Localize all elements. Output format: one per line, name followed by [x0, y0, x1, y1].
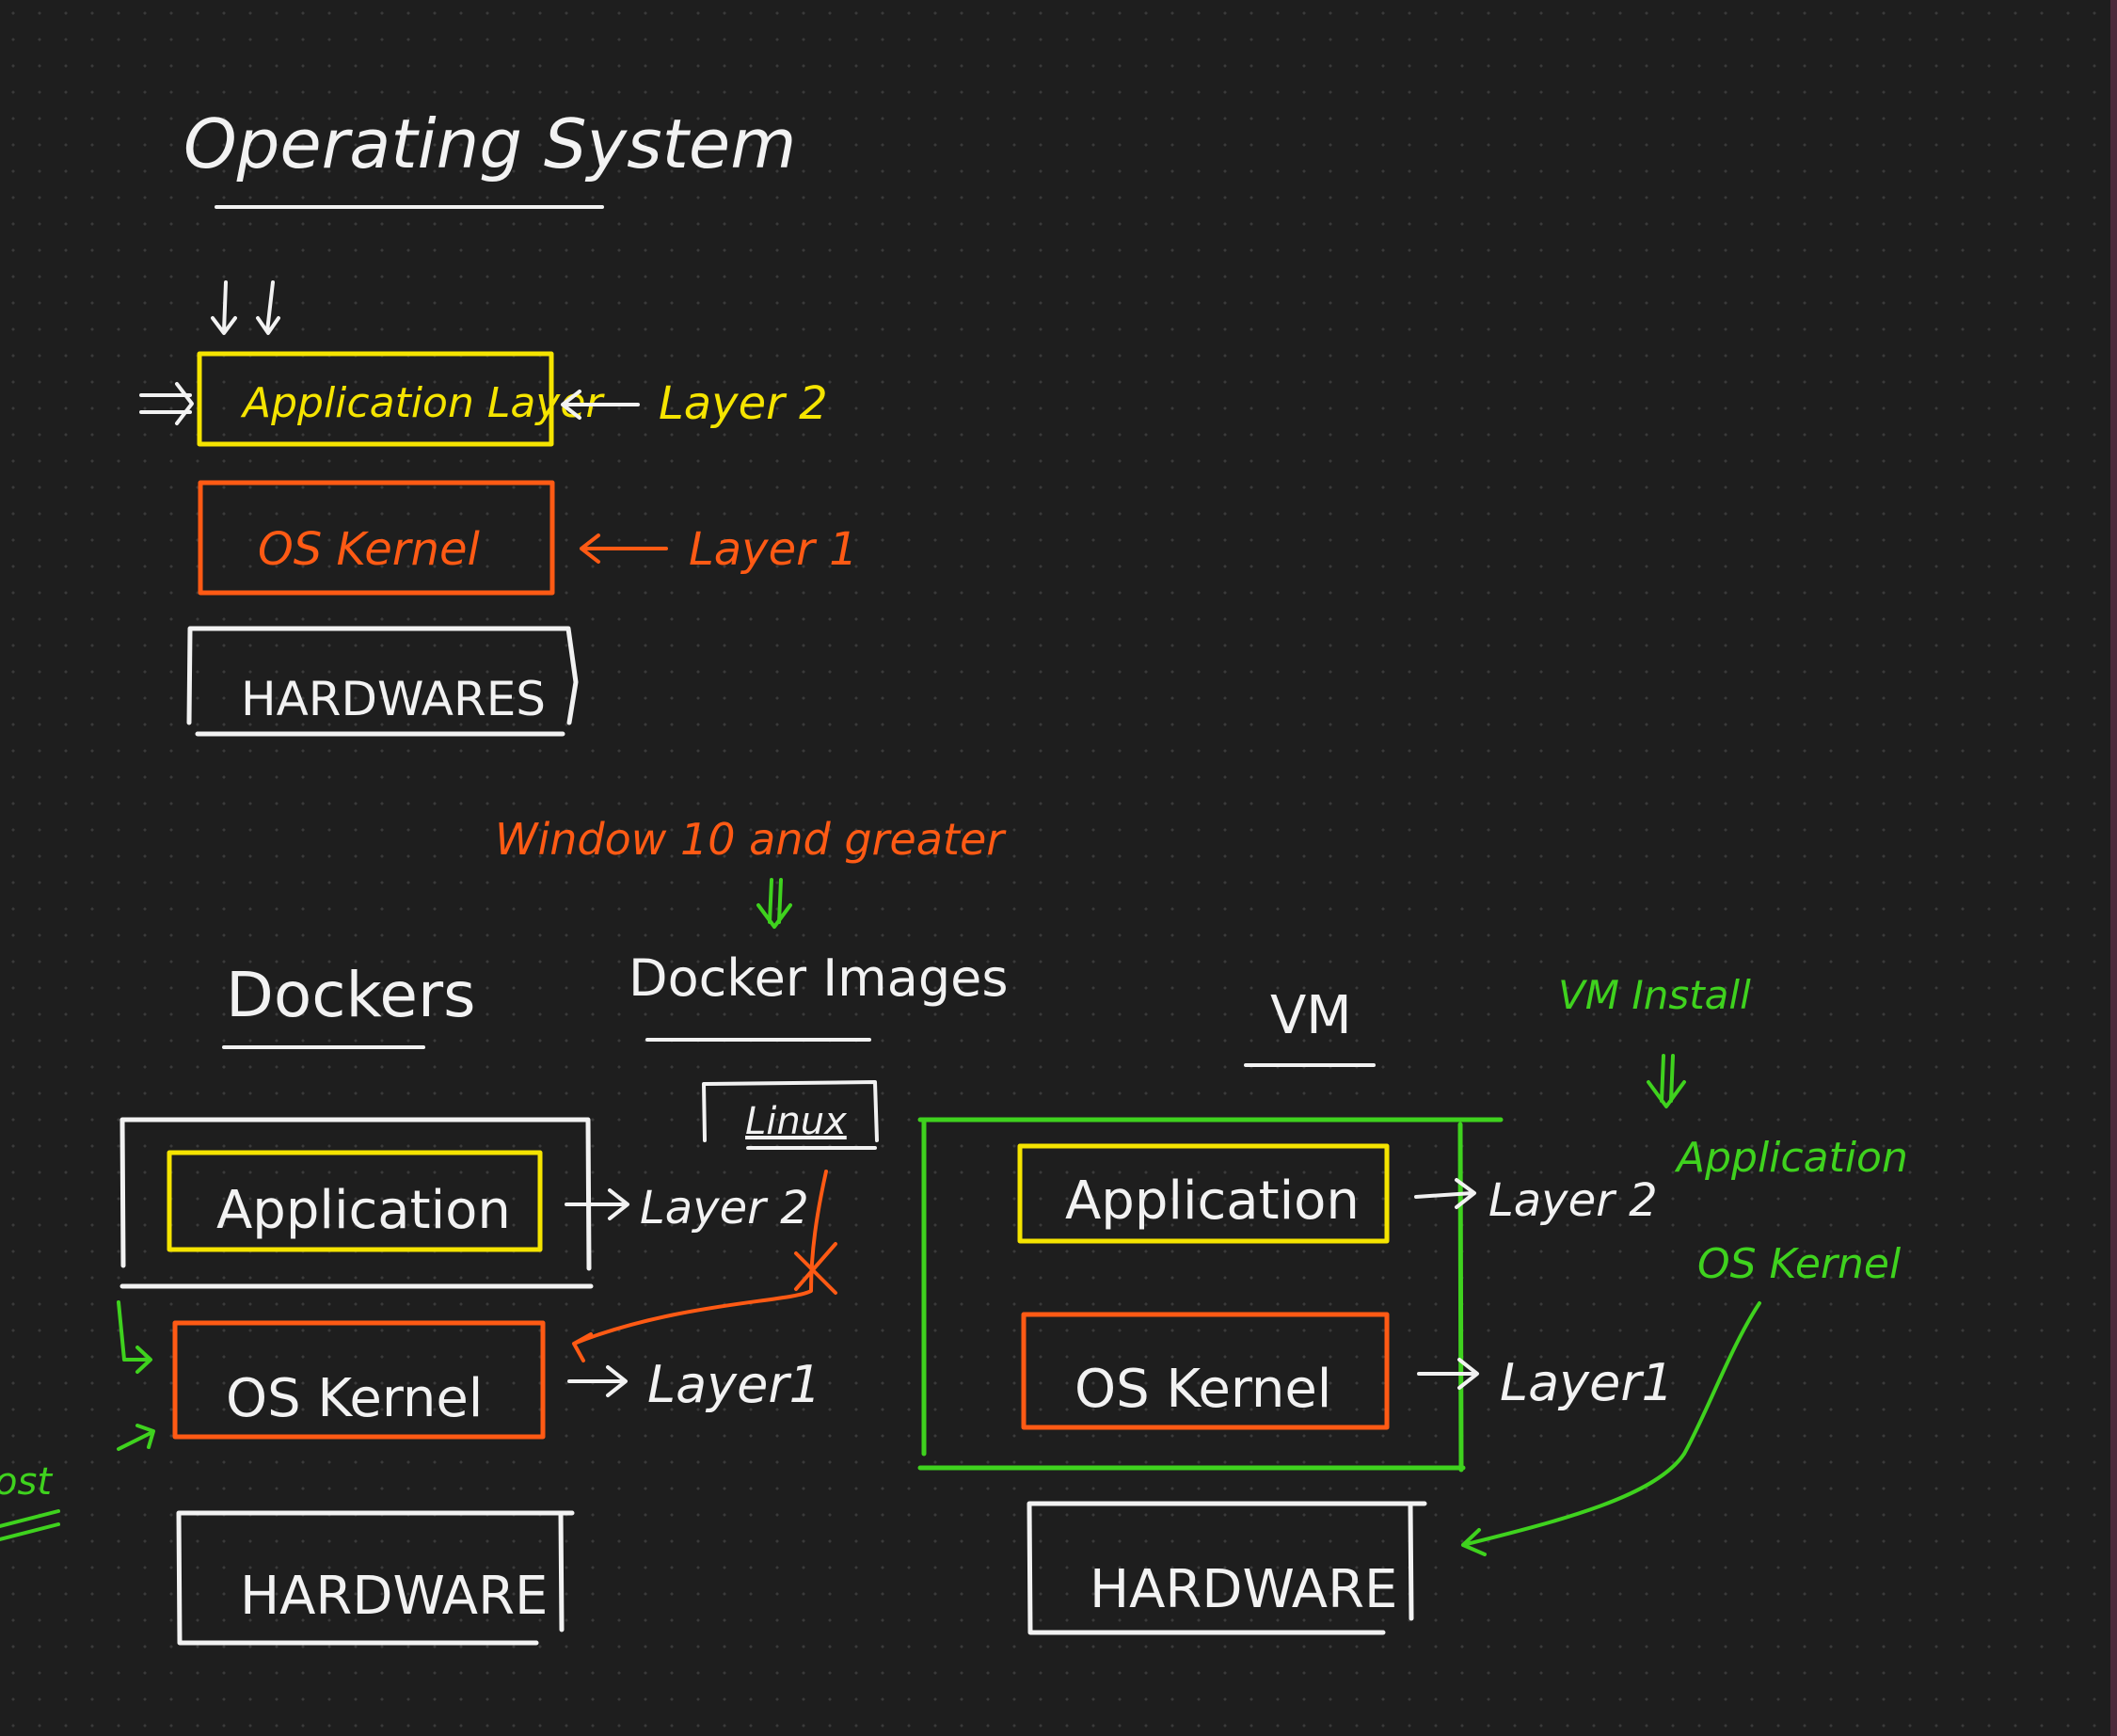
linux-to-kernel-blocked-arrow	[572, 1170, 828, 1362]
vm-application-box	[1017, 1143, 1390, 1244]
docker-layer2-note: Layer 2	[640, 1182, 809, 1234]
os-application-layer-label: Application Layer	[240, 379, 605, 427]
os-hardware-box	[186, 626, 579, 737]
green-short-arrow-icon	[117, 1424, 155, 1451]
linux-label: Linux	[745, 1100, 847, 1143]
os-kernel-label: OS Kernel	[258, 523, 480, 576]
docker-hardware-label: HARDWARE	[240, 1566, 548, 1627]
vm-hardware-box	[1027, 1501, 1427, 1635]
right-arrow-icon	[567, 1365, 628, 1397]
os-layer1-note: Layer 1	[689, 523, 858, 576]
down-double-arrow-icon	[1647, 1054, 1686, 1108]
os-hardware-label: HARDWARES	[241, 672, 546, 726]
down-double-arrow-icon	[756, 878, 792, 929]
docker-application-label: Application	[216, 1180, 511, 1241]
right-arrow-icon	[565, 1188, 629, 1220]
vm-application-label: Application	[1065, 1171, 1360, 1232]
docker-application-box	[167, 1150, 543, 1252]
host-note: ost	[0, 1460, 53, 1504]
green-bend-arrow-icon	[117, 1300, 152, 1374]
vm-install-kernel: OS Kernel	[1697, 1240, 1902, 1288]
docker-hardware-box	[176, 1510, 575, 1646]
vm-layer1-note: Layer1	[1500, 1353, 1674, 1412]
host-note-underline	[0, 1509, 60, 1541]
docker-kernel-box	[172, 1320, 546, 1440]
vm-hardware-label: HARDWARE	[1090, 1559, 1397, 1620]
vm-kernel-box	[1021, 1312, 1390, 1430]
right-double-arrow-icon	[139, 382, 194, 425]
dockers-title: Dockers	[226, 959, 475, 1031]
left-arrow-icon	[561, 390, 640, 420]
vm-install-note: VM Install	[1558, 972, 1751, 1018]
right-arrow-icon	[1417, 1358, 1479, 1390]
vm-kernel-label: OS Kernel	[1074, 1359, 1331, 1420]
os-application-layer-box	[197, 351, 554, 447]
left-arrow-icon	[580, 534, 668, 564]
linux-box	[702, 1080, 879, 1150]
os-layer2-note: Layer 2	[659, 377, 828, 430]
os-title: Operating System	[183, 104, 796, 183]
vm-install-arrow	[1461, 1301, 1761, 1556]
docker-images-title: Docker Images	[629, 948, 1009, 1008]
docker-outer-container	[119, 1117, 594, 1289]
docker-layer1-note: Layer1	[647, 1355, 821, 1414]
right-arrow-icon	[1414, 1178, 1476, 1209]
down-arrows-icon	[211, 280, 280, 335]
vm-outer-container	[917, 1117, 1504, 1473]
canvas-edge-stripe	[2110, 0, 2117, 1736]
os-kernel-box	[198, 480, 555, 596]
vm-title: VM	[1270, 985, 1352, 1046]
vm-install-application: Application	[1674, 1134, 1908, 1182]
vm-layer2-note: Layer 2	[1488, 1174, 1658, 1227]
windows-note: Window 10 and greater	[495, 814, 1007, 865]
docker-kernel-label: OS Kernel	[226, 1368, 483, 1429]
blocked-cross-icon	[794, 1242, 837, 1295]
